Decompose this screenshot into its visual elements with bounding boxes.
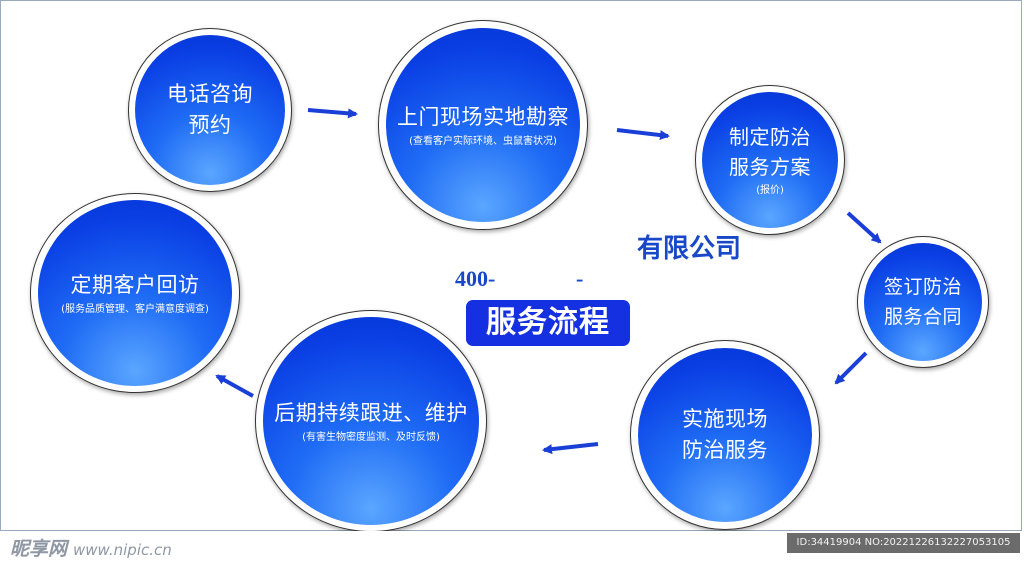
arrow-5-to-6 xyxy=(542,442,599,455)
step-4-title-line-2: 服务合同 xyxy=(883,306,962,328)
arrow-1-to-2 xyxy=(307,108,358,119)
step-1-title-line-1: 电话咨询 xyxy=(167,82,253,106)
step-5-title-line-2: 防治服务 xyxy=(682,438,768,462)
step-4-circle: 签订防治 服务合同 xyxy=(864,243,982,361)
watermark-brand: 昵享网 xyxy=(10,538,68,560)
step-7-title: 定期客户回访 xyxy=(70,272,200,297)
company-name: 有限公司 xyxy=(637,234,742,263)
watermark-url: www.nipic.cn xyxy=(73,541,172,559)
step-3-circle: 制定防治 服务方案 (报价) xyxy=(702,92,838,228)
step-7-circle: 定期客户回访 (服务品质管理、客户满意度调查) xyxy=(38,200,232,386)
diagram-frame xyxy=(0,0,1022,531)
arrow-2-to-3 xyxy=(616,128,670,141)
step-5-circle: 实施现场 防治服务 xyxy=(638,348,812,522)
step-1-title-line-2: 预约 xyxy=(188,113,232,137)
service-process-heading: 服务流程 xyxy=(466,300,630,346)
step-3-title-line-2: 服务方案 xyxy=(729,155,811,179)
step-6-circle: 后期持续跟进、维护 (有害生物密度监测、及时反馈) xyxy=(263,317,479,525)
watermark-logo: 昵享网 www.nipic.cn xyxy=(10,534,172,561)
image-id-label: ID:34419904 NO:20221226132227053105 xyxy=(787,533,1020,553)
step-7-note: (服务品质管理、客户满意度调查) xyxy=(61,303,209,315)
arrow-layer xyxy=(215,108,882,455)
step-3-title-line-1: 制定防治 xyxy=(729,125,811,149)
step-2-note: (查看客户实际环境、虫鼠害状况) xyxy=(409,135,557,147)
step-3-note: (报价) xyxy=(756,185,784,196)
phone-prefix: 400- xyxy=(455,266,496,291)
step-1-circle: 电话咨询 预约 xyxy=(135,35,285,185)
arrow-3-to-4 xyxy=(846,211,882,244)
step-5-title-line-1: 实施现场 xyxy=(682,407,768,431)
step-6-note: (有害生物密度监测、及时反馈) xyxy=(302,431,440,443)
step-2-title: 上门现场实地勘察 xyxy=(397,104,569,129)
phone-dash: - xyxy=(576,266,584,291)
step-4-title-line-1: 签订防治 xyxy=(883,276,962,298)
step-6-title: 后期持续跟进、维护 xyxy=(274,400,468,425)
step-2-circle: 上门现场实地勘察 (查看客户实际环境、虫鼠害状况) xyxy=(386,28,580,222)
arrow-6-to-7 xyxy=(215,374,254,398)
arrow-4-to-5 xyxy=(834,351,868,385)
